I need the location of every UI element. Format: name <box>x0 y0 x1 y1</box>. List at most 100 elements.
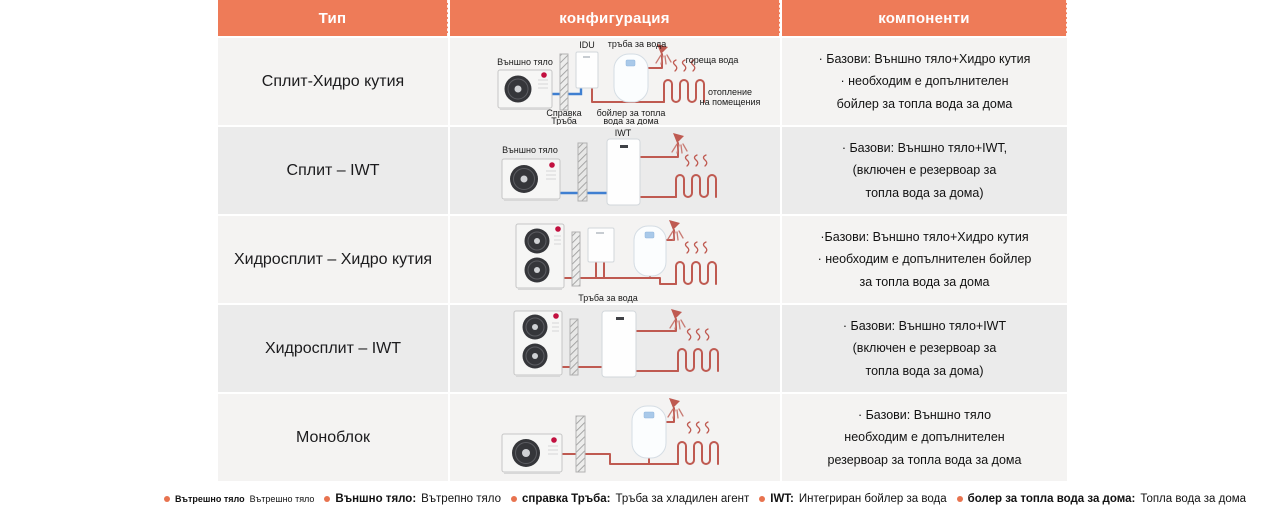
row-2-diagram: Външно тяло IWT <box>450 127 780 214</box>
row-5-type: Моноблок <box>218 394 448 481</box>
header-configuration: конфигурация <box>450 0 780 36</box>
shower-icon <box>669 309 686 330</box>
row-5-diagram <box>450 394 780 481</box>
heat-waves-icon <box>686 421 710 434</box>
legend-dot-icon <box>956 496 963 502</box>
idu-label: IDU <box>579 40 595 50</box>
hot-water-line <box>635 318 677 332</box>
outdoor-unit-label: Външно тяло <box>502 145 558 155</box>
shower-icon <box>655 44 672 65</box>
refrigerant-pipe-icon <box>577 142 588 202</box>
row-1-type: Сплит-Хидро кутия <box>218 38 448 125</box>
ref-pipe-label-2: Тръба <box>551 116 577 125</box>
legend-dot-icon <box>163 496 170 502</box>
split-hydrobox-diagram: Външно тяло IDU тръба за вода гореща вод… <box>497 39 761 125</box>
header-components: компоненти <box>782 0 1067 36</box>
radiator-icon <box>677 348 719 372</box>
heat-waves-icon <box>684 154 708 167</box>
hydrobox-legs <box>595 261 605 279</box>
hydrosplit-hydrobox-diagram: Тръба за вода <box>515 220 717 303</box>
water-pipe-label: Тръба за вода <box>578 293 637 303</box>
water-tank-icon <box>631 405 667 459</box>
outdoor-unit-icon <box>513 310 563 377</box>
components-line: · необходим е допълнителен <box>840 74 1009 89</box>
boiler-label-1: бойлер за топла <box>597 108 666 118</box>
radiator-icon <box>677 441 719 465</box>
legend-item-iwt: IWT: Интегриран бойлер за вода <box>759 493 947 505</box>
radiator-icon <box>675 261 717 285</box>
components-line: (включен е резервоар за <box>852 341 997 356</box>
hot-water-label: гореща вода <box>686 55 739 65</box>
legend-item-outdoor-unit: Външно тяло: Вътрепно тяло <box>324 493 501 505</box>
components-line: топла вода за дома) <box>865 185 984 200</box>
shower-icon <box>671 133 688 154</box>
split-iwt-diagram: Външно тяло IWT <box>501 128 717 206</box>
heat-waves-icon <box>686 328 710 341</box>
outdoor-unit-label: Външно тяло <box>497 57 553 67</box>
components-line: · Базови: Външно тяло+IWT <box>842 318 1007 333</box>
water-line <box>561 453 679 465</box>
components-line: · необходим е допълнителен бойлер <box>817 252 1032 267</box>
water-tank-icon <box>633 225 667 277</box>
radiator-icon <box>663 79 705 103</box>
radiator-icon <box>675 174 717 198</box>
row-4-diagram <box>450 305 780 392</box>
shower-icon <box>667 398 684 419</box>
components-line: · Базови: Външно тяло+Хидро кутия <box>818 51 1031 66</box>
row-2-components: · Базови: Външно тяло+IWT, (включен е ре… <box>782 127 1067 214</box>
monoblock-diagram <box>501 398 719 474</box>
outdoor-unit-icon <box>515 223 565 290</box>
heat-waves-icon <box>684 241 708 254</box>
legend-item-indoor-unit: Вътрешно тяло Вътрешно тяло <box>163 494 314 504</box>
row-3-diagram: Тръба за вода <box>450 216 780 303</box>
indoor-unit-icon <box>575 51 599 89</box>
types-table: Тип конфигурация компоненти Сплит-Хидро … <box>218 0 1067 481</box>
wall-pipe-icon <box>575 415 586 473</box>
heating-label-1: отопление <box>708 87 752 97</box>
components-line: за топла вода за дома <box>859 274 990 289</box>
water-pipe-label: тръба за вода <box>608 39 667 49</box>
components-line: необходим е допълнителен <box>844 430 1005 445</box>
legend-item-dhw-boiler: болер за топла вода за дома: Топла вода … <box>956 493 1246 505</box>
header-type: Тип <box>218 0 448 36</box>
hot-water-line <box>639 142 679 158</box>
legend-dot-icon <box>324 496 331 502</box>
water-tank-icon <box>613 53 649 103</box>
legend-item-ref-pipe: справка Тръба: Тръба за хладилен агент <box>511 493 749 505</box>
components-line: резервоар за топла вода за дома <box>827 452 1022 467</box>
components-line: ·Базови: Външно тяло+Хидро кутия <box>820 229 1029 244</box>
row-4-components: · Базови: Външно тяло+IWT (включен е рез… <box>782 305 1067 392</box>
outdoor-unit-icon <box>497 69 553 110</box>
heat-waves-icon <box>672 59 696 72</box>
outdoor-unit-icon <box>501 433 563 474</box>
row-3-type: Хидросплит – Хидро кутия <box>218 216 448 303</box>
water-line <box>591 87 665 103</box>
row-5-components: · Базови: Външно тяло необходим е допълн… <box>782 394 1067 481</box>
heating-label-2: на помещения <box>700 97 761 107</box>
outdoor-unit-icon <box>501 158 561 201</box>
water-pipe-icon <box>569 318 579 376</box>
water-line <box>563 277 677 285</box>
hydro-box-icon <box>587 227 615 263</box>
components-line: · Базови: Външно тяло <box>857 407 992 422</box>
row-1-components: · Базови: Външно тяло+Хидро кутия · необ… <box>782 38 1067 125</box>
legend-dot-icon <box>759 496 766 502</box>
row-4-type: Хидросплит – IWT <box>218 305 448 392</box>
row-3-components: ·Базови: Външно тяло+Хидро кутия · необх… <box>782 216 1067 303</box>
row-2-type: Сплит – IWT <box>218 127 448 214</box>
legend: Вътрешно тяло Вътрешно тяло Външно тяло:… <box>126 493 1284 505</box>
components-line: бойлер за топла вода за дома <box>836 96 1013 111</box>
legend-dot-icon <box>511 496 517 502</box>
components-line: топла вода за дома) <box>865 363 984 378</box>
iwt-unit-icon <box>601 310 637 378</box>
water-pipe-icon <box>571 231 581 287</box>
row-1-diagram: Външно тяло IDU тръба за вода гореща вод… <box>450 38 780 125</box>
components-line: · Базови: Външно тяло+IWT, <box>841 140 1008 155</box>
iwt-unit-icon <box>606 138 641 206</box>
hydrosplit-iwt-diagram <box>513 309 719 378</box>
shower-icon <box>667 220 684 241</box>
components-line: (включен е резервоар за <box>852 163 997 178</box>
iwt-label: IWT <box>615 128 632 138</box>
boiler-label-2: вода за дома <box>603 116 658 125</box>
